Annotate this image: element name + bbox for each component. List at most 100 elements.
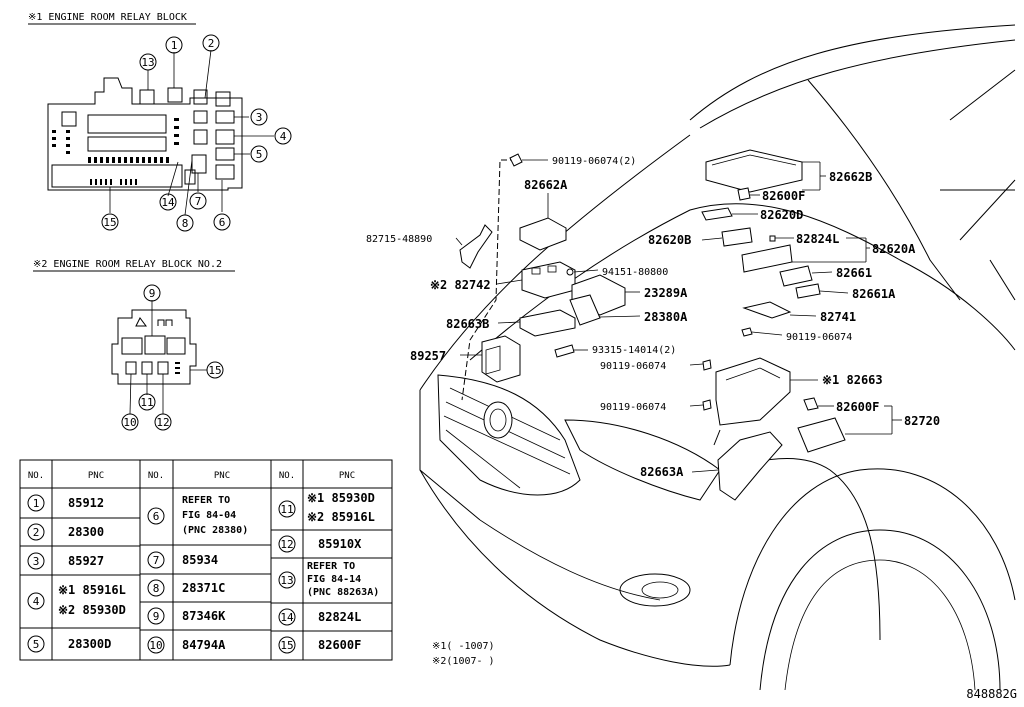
row-no: 6 <box>153 510 160 523</box>
relay-block-1-callouts: 13 1 2 3 4 5 6 7 8 14 15 <box>101 34 292 232</box>
leader-lines <box>455 159 902 473</box>
part-82663B <box>519 309 576 337</box>
label-82662A: 82662A <box>524 178 568 192</box>
callout-11: 11 <box>140 396 153 409</box>
label-82663B: 82663B <box>446 317 489 331</box>
row-no: 10 <box>149 639 162 652</box>
fog-lamp <box>619 573 691 607</box>
label-82620D: 82620D <box>760 208 803 222</box>
callout-14: 14 <box>161 196 175 209</box>
table-headers: NO. PNC NO. PNC NO. PNC <box>28 471 355 481</box>
header-no-3: NO. <box>279 471 295 481</box>
label-82720: 82720 <box>904 414 940 428</box>
row-no: 11 <box>280 503 293 516</box>
part-82663A <box>717 431 783 501</box>
part-82620A <box>741 244 793 273</box>
label-82600F-top: 82600F <box>762 189 805 203</box>
headlight <box>564 419 721 501</box>
label-89257: 89257 <box>410 349 446 363</box>
label-94151: 94151-80800 <box>602 267 668 278</box>
row-pnc: 85912 <box>68 496 104 510</box>
part-82662B <box>705 149 803 193</box>
header-pnc-3: PNC <box>339 471 355 481</box>
row-pnc: 85927 <box>68 554 104 568</box>
row-no: 1 <box>33 497 40 510</box>
row-no: 9 <box>153 610 160 623</box>
label-82824L: 82824L <box>796 232 839 246</box>
callout-5: 5 <box>256 148 263 161</box>
row-pnc: FIG 84-14 <box>307 574 361 585</box>
label-82715: 82715-48890 <box>366 234 432 245</box>
callout-9: 9 <box>149 287 156 300</box>
label-bolt-low2: 90119-06074 <box>600 402 666 413</box>
part-82720 <box>797 417 846 453</box>
label-bolt-mid: 90119-06074 <box>786 332 852 343</box>
header-pnc-1: PNC <box>88 471 104 481</box>
row-pnc: 28300 <box>68 525 104 539</box>
row-pnc: 85934 <box>182 553 218 567</box>
part-82662A <box>519 217 567 251</box>
emblem <box>483 401 513 439</box>
callout-1: 1 <box>171 39 178 52</box>
row-no: 3 <box>33 555 40 568</box>
part-82742 <box>521 261 576 299</box>
row-no: 5 <box>33 638 40 651</box>
row-pnc: 28371C <box>182 581 225 595</box>
callout-4: 4 <box>280 130 287 143</box>
pnc-table: NO. PNC NO. PNC NO. PNC 1 85912 2 28300 … <box>19 459 393 661</box>
footnote-1: ※1( -1007) <box>432 641 495 652</box>
row-no: 13 <box>280 574 293 587</box>
row-pnc: REFER TO <box>307 561 355 572</box>
label-bolt-low1: 90119-06074 <box>600 361 666 372</box>
callout-10: 10 <box>123 416 136 429</box>
row-pnc: REFER TO <box>182 495 230 506</box>
row-pnc: ※2 85916L <box>307 510 375 524</box>
row-no: 12 <box>280 538 293 551</box>
label-82663: ※1 82663 <box>822 373 883 387</box>
row-no: 14 <box>280 611 294 624</box>
row-pnc: ※1 85930D <box>307 491 375 505</box>
row-no: 4 <box>33 595 40 608</box>
header-no-2: NO. <box>148 471 164 481</box>
part-82663 <box>715 357 791 426</box>
callout-13: 13 <box>141 56 154 69</box>
row-no: 15 <box>280 639 293 652</box>
header-no-1: NO. <box>28 471 44 481</box>
callout-12: 12 <box>156 416 169 429</box>
part-82661A <box>795 283 821 299</box>
part-labels: 90119-06074(2) 82662A 82662B 82600F 8262… <box>366 156 940 479</box>
parts <box>459 149 846 501</box>
figure-id: 848882G <box>966 687 1017 701</box>
part-82661 <box>779 265 813 287</box>
table-col-1: 1 85912 2 28300 3 85927 4 ※1 85916L ※2 8… <box>27 494 126 653</box>
label-82620A: 82620A <box>872 242 916 256</box>
part-82620D <box>701 207 733 221</box>
label-82742: ※2 82742 <box>430 278 491 292</box>
label-82600F-low: 82600F <box>836 400 879 414</box>
footnotes: ※1( -1007) ※2(1007- ) <box>432 641 495 667</box>
label-82741: 82741 <box>820 310 856 324</box>
label-82620B: 82620B <box>648 233 691 247</box>
part-82715 <box>459 224 493 269</box>
label-23289A: 23289A <box>644 286 688 300</box>
relay-block-2-outline <box>111 309 197 385</box>
table-col-2: 6 REFER TO FIG 84-04 (PNC 28380) 7 85934… <box>147 495 248 654</box>
row-pnc: 28300D <box>68 637 111 651</box>
row-pnc: FIG 84-04 <box>182 510 236 521</box>
callout-2: 2 <box>208 37 215 50</box>
label-82662B: 82662B <box>829 170 872 184</box>
relay-block-1-outline <box>47 77 243 191</box>
callout-7: 7 <box>195 195 202 208</box>
grille <box>437 374 581 496</box>
relay-block-2: ※2 ENGINE ROOM RELAY BLOCK NO.2 9 15 10 … <box>33 259 235 431</box>
label-bolt-top: 90119-06074(2) <box>552 156 636 167</box>
callout-6: 6 <box>219 216 226 229</box>
relay-block-2-callouts: 9 15 10 11 12 <box>121 284 224 431</box>
row-pnc: ※2 85930D <box>58 603 126 617</box>
label-82661A: 82661A <box>852 287 896 301</box>
label-82663A: 82663A <box>640 465 684 479</box>
row-no: 2 <box>33 526 40 539</box>
row-pnc: 82824L <box>318 610 361 624</box>
callout-15: 15 <box>103 216 116 229</box>
